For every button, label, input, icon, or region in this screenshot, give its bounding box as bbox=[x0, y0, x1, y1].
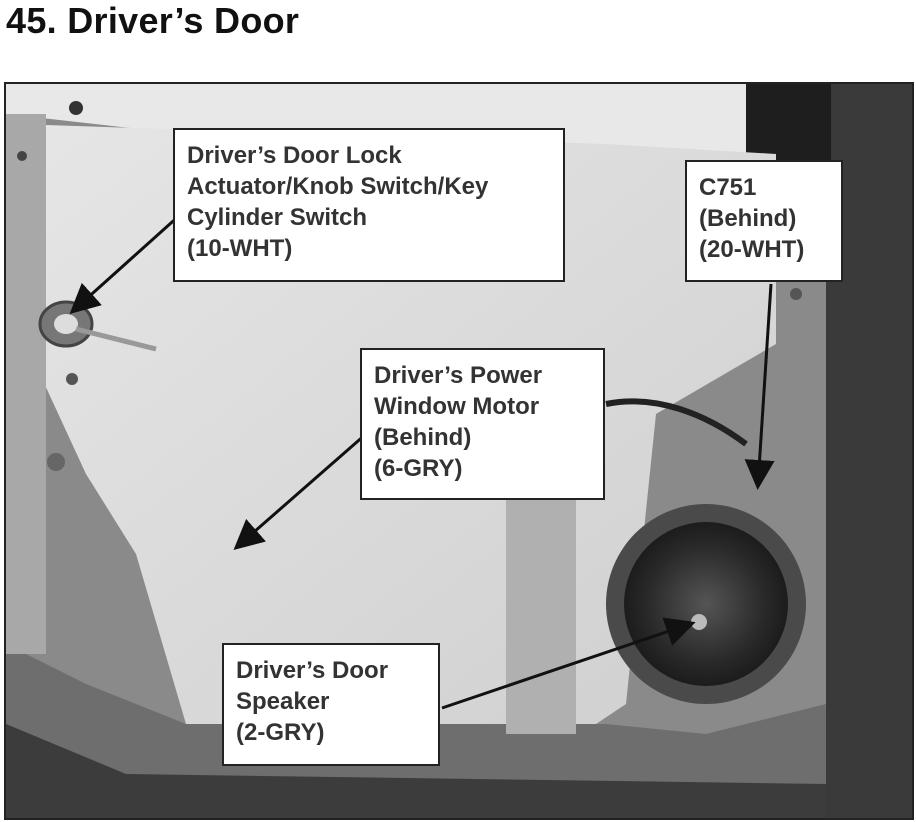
callout-door-lock-actuator: Driver’s Door Lock Actuator/Knob Switch/… bbox=[173, 128, 565, 282]
callout-line: (Behind) bbox=[699, 205, 797, 232]
callout-line: Cylinder Switch bbox=[187, 204, 368, 231]
arrow-c751 bbox=[744, 283, 775, 490]
screw-hole bbox=[47, 453, 65, 471]
callout-line: Driver’s Door Lock bbox=[187, 142, 402, 169]
callout-power-window-motor: Driver’s Power Window Motor (Behind) (6-… bbox=[360, 348, 605, 500]
screw-hole bbox=[66, 373, 78, 385]
callout-line: (Behind) bbox=[374, 424, 472, 451]
screw-hole bbox=[17, 151, 27, 161]
arrow-door-lock bbox=[69, 212, 183, 315]
callout-line: Actuator/Knob Switch/Key bbox=[187, 173, 489, 200]
callout-line: Window Motor bbox=[374, 393, 540, 420]
callout-line: C751 bbox=[699, 174, 757, 201]
door-hinge-strip bbox=[6, 114, 46, 654]
callout-line: (20-WHT) bbox=[699, 236, 805, 263]
arrow-speaker bbox=[441, 617, 696, 710]
callout-door-speaker: Driver’s Door Speaker (2-GRY) bbox=[222, 643, 440, 766]
callout-line: Driver’s Door bbox=[236, 657, 389, 684]
callout-line: (6-GRY) bbox=[374, 455, 463, 482]
screw-hole bbox=[69, 101, 83, 115]
callout-c751-connector: C751 (Behind) (20-WHT) bbox=[685, 160, 843, 282]
callout-line: Driver’s Power bbox=[374, 362, 543, 389]
screw-hole bbox=[790, 288, 802, 300]
speaker-connector bbox=[691, 614, 707, 630]
page-title: 45. Driver’s Door bbox=[6, 0, 300, 41]
door-bottom-shadow bbox=[6, 724, 826, 818]
lock-actuator-connector bbox=[54, 314, 78, 334]
arrow-window-motor bbox=[233, 432, 367, 550]
lock-rod bbox=[75, 326, 157, 352]
callout-line: (2-GRY) bbox=[236, 719, 325, 746]
callout-line: (10-WHT) bbox=[187, 235, 293, 262]
wire-harness bbox=[605, 398, 748, 447]
callout-line: Speaker bbox=[236, 688, 330, 715]
door-brace bbox=[506, 494, 576, 734]
speaker-cone bbox=[624, 522, 788, 686]
